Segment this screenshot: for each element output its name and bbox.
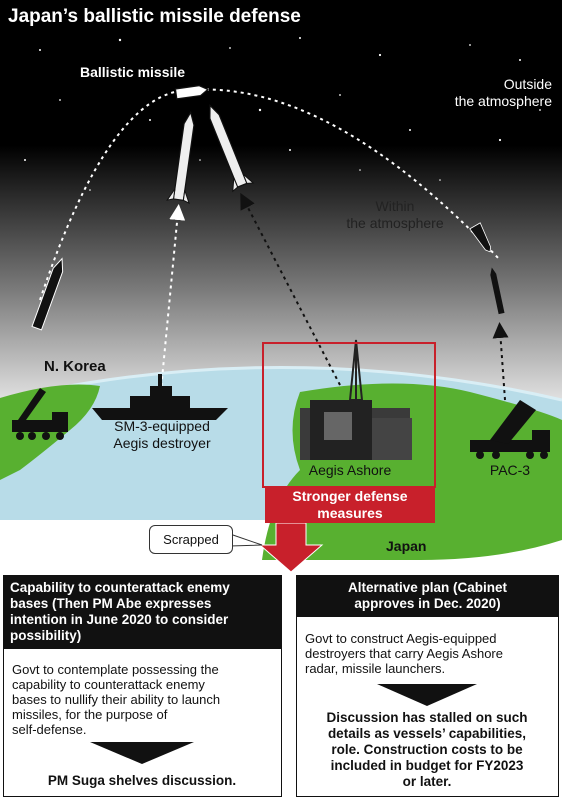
alternative-plan-body: Govt to construct Aegis-equipped destroy…: [305, 631, 503, 676]
scrapped-callout: Scrapped: [149, 525, 233, 554]
north-korea-land: [0, 384, 100, 480]
label-north-korea: N. Korea: [44, 358, 106, 375]
alternative-plan-panel: Alternative plan (Cabinet approves in De…: [296, 575, 559, 797]
down-triangle-icon: [377, 684, 477, 706]
rising-missile-icon: [31, 257, 64, 331]
pac3-launcher-icon: [470, 400, 550, 459]
page-title: Japan’s ballistic missile defense: [8, 6, 301, 27]
counterattack-heading: Capability to counterattack enemy bases …: [4, 576, 281, 649]
down-triangle-icon: [90, 742, 194, 764]
counterattack-body: Govt to contemplate possessing the capab…: [12, 662, 221, 737]
counterattack-conclusion: PM Suga shelves discussion.: [47, 773, 237, 788]
alternative-plan-conclusion: Discussion has stalled on such details a…: [326, 710, 528, 789]
label-japan: Japan: [386, 538, 427, 554]
counterattack-panel: Capability to counterattack enemy bases …: [3, 575, 282, 797]
stars: [24, 37, 541, 191]
launcher-truck-icon: [12, 388, 68, 440]
descending-warhead-icon: [469, 222, 492, 253]
trajectory-arc: [39, 88, 501, 301]
sm3-interceptor-icon: [166, 110, 195, 205]
scrapped-pointer: [229, 533, 263, 547]
pac3-trajectory: [492, 322, 509, 401]
label-ballistic-missile: Ballistic missile: [80, 64, 186, 80]
aegis-ashore-icon: [300, 339, 412, 460]
down-arrow-icon: [258, 522, 324, 573]
label-aegis-ashore: Aegis Ashore: [308, 462, 392, 478]
alternative-plan-heading: Alternative plan (Cabinet approves in De…: [297, 576, 558, 617]
pac3-interceptor-icon: [490, 267, 505, 315]
ashore-interceptor-icon: [209, 104, 255, 193]
ballistic-missile-icon: [174, 85, 209, 100]
aegis-destroyer-icon: [92, 374, 228, 420]
label-pac3: PAC-3: [489, 462, 531, 478]
